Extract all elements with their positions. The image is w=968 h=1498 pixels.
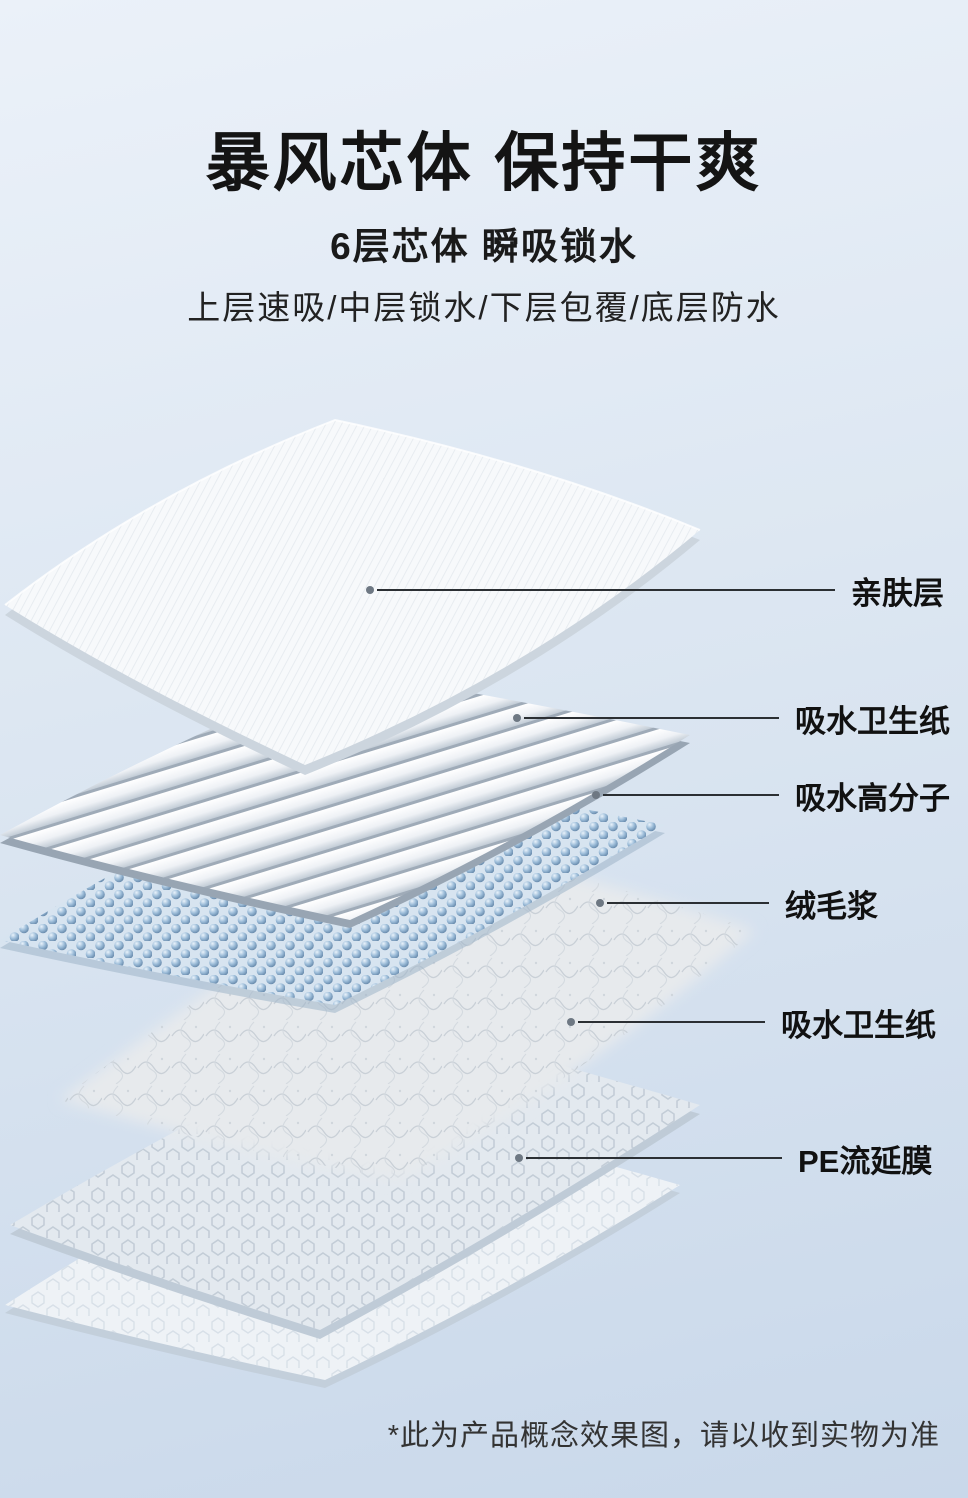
page-subtitle: 6层芯体 瞬吸锁水 — [330, 226, 638, 267]
callout-dot — [592, 791, 600, 799]
layer-label: 亲肤层 — [851, 575, 944, 611]
callout-line — [524, 717, 779, 719]
callout-absorbent-tissue-top: 吸水卫生纸 — [513, 698, 950, 739]
callout-line — [607, 902, 769, 904]
callout-dot — [366, 586, 374, 594]
feature-line: 上层速吸/中层锁水/下层包覆/底层防水 — [187, 289, 781, 326]
callout-dot — [596, 899, 604, 907]
layer-tissue-tubes — [0, 670, 690, 928]
product-layers-illustration — [0, 418, 755, 1388]
callout-skin-layer: 亲肤层 — [366, 570, 944, 611]
layer-label: 吸水卫生纸 — [795, 703, 950, 739]
layer-label: 吸水高分子 — [795, 780, 950, 816]
callout-line — [578, 1021, 765, 1023]
layer-fluff-pulp — [60, 840, 755, 1180]
layer-label: PE流延膜 — [798, 1143, 933, 1179]
page-title: 暴风芯体 保持干爽 — [205, 127, 763, 199]
disclaimer-text: *此为产品概念效果图，请以收到实物为准 — [387, 1420, 940, 1452]
layer-skin-sheet — [4, 418, 701, 775]
callout-dot — [513, 714, 521, 722]
callout-dot — [515, 1154, 523, 1162]
callout-absorbent-polymer: 吸水高分子 — [592, 775, 950, 816]
callout-absorbent-tissue-bottom: 吸水卫生纸 — [567, 1002, 936, 1043]
callout-line — [377, 589, 835, 591]
callout-pe-film: PE流延膜 — [515, 1138, 933, 1179]
callout-fluff-pulp: 绒毛浆 — [596, 883, 878, 924]
callout-line — [526, 1157, 782, 1159]
layer-label: 绒毛浆 — [785, 888, 878, 924]
layer-label: 吸水卫生纸 — [781, 1007, 936, 1043]
callout-dot — [567, 1018, 575, 1026]
callout-line — [603, 794, 779, 796]
